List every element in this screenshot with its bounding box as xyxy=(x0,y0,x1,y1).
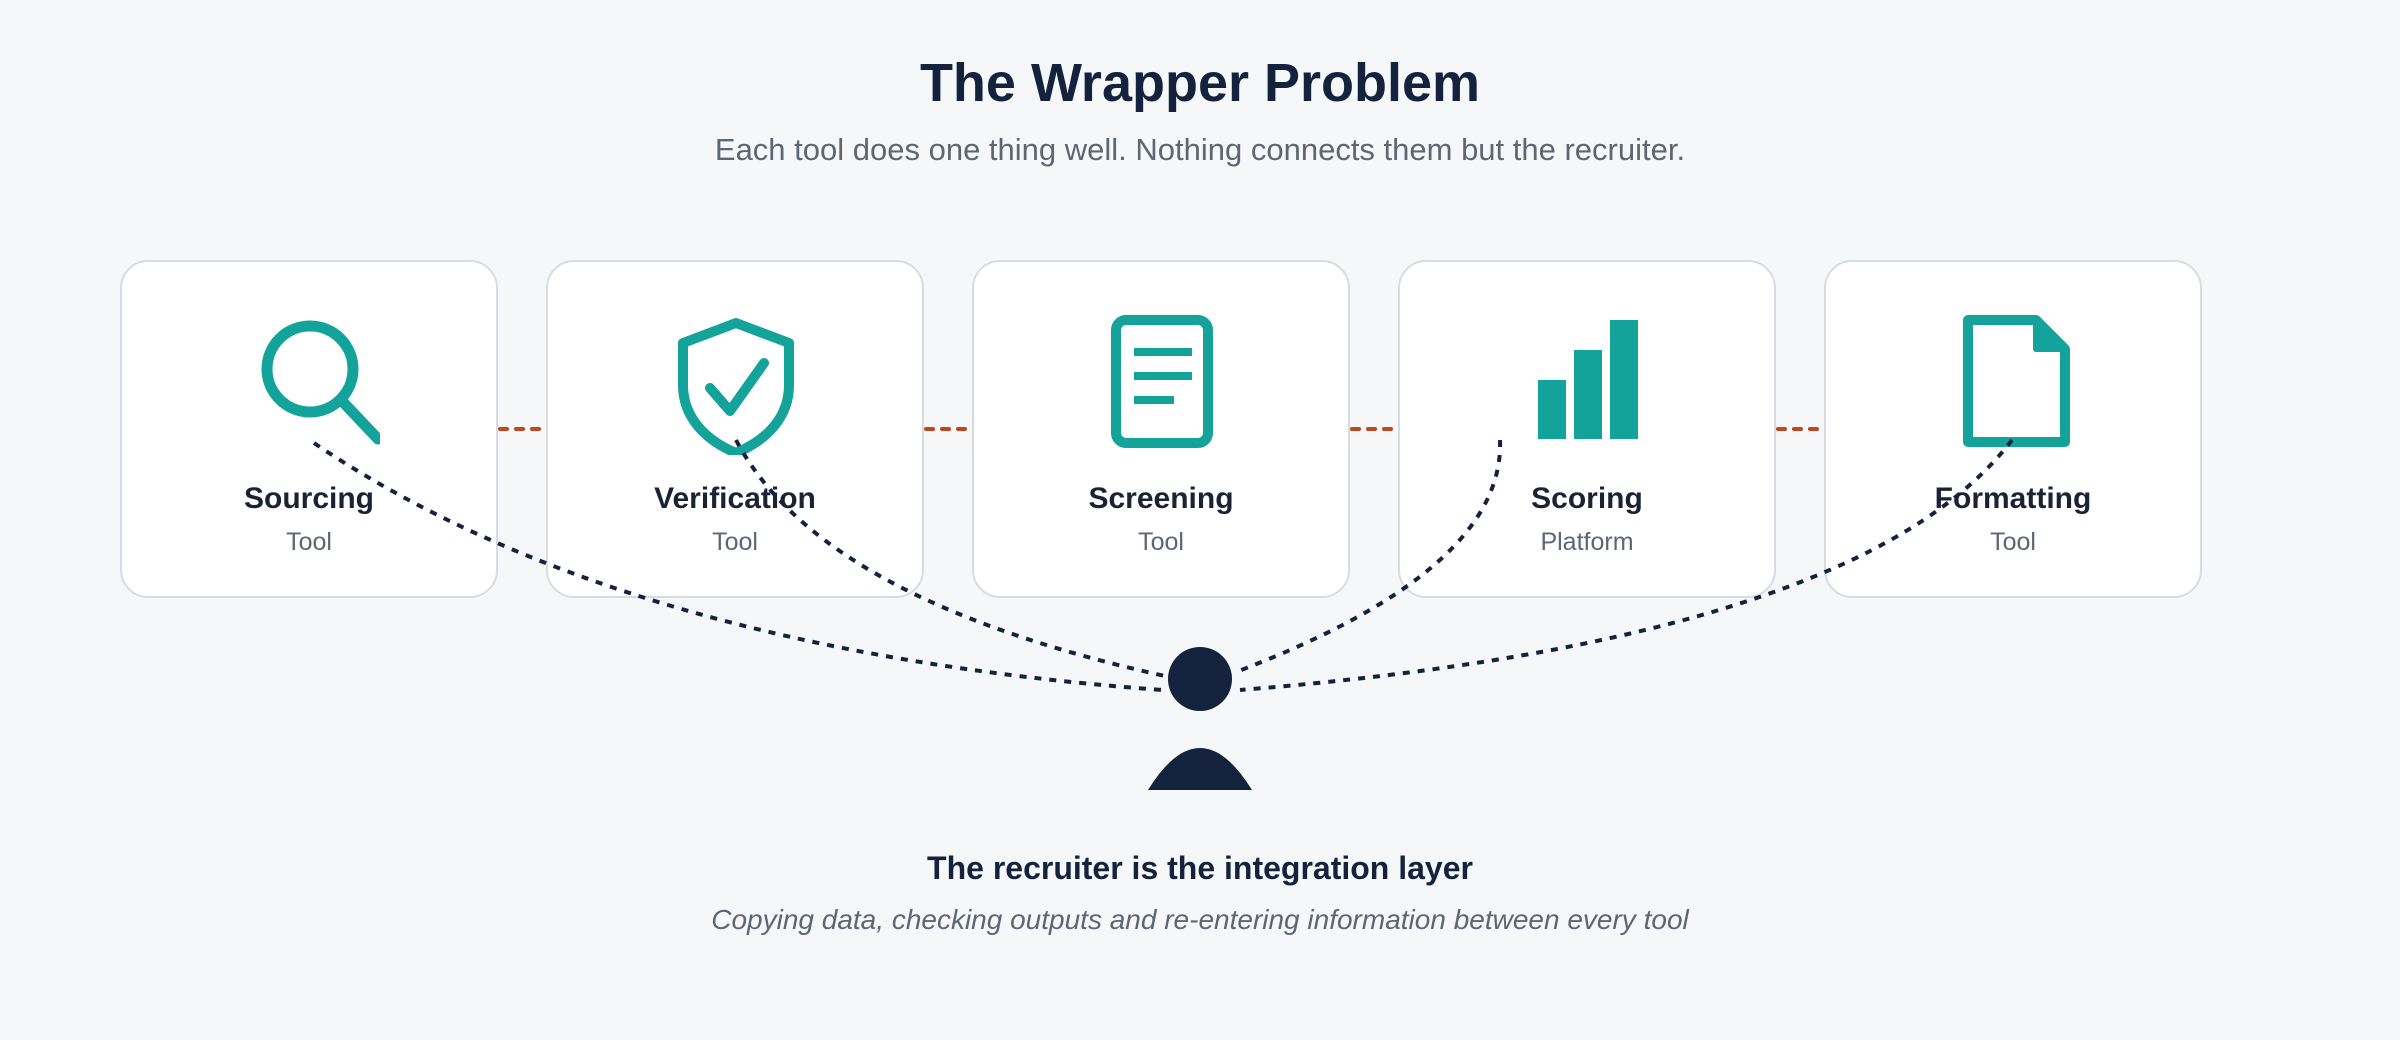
curve-scoring-recruiter xyxy=(1235,439,1503,674)
recruiter-caption: The recruiter is the integration layer xyxy=(927,850,1473,886)
document-icon xyxy=(1111,315,1213,448)
tool-labels-verification: Verification Tool xyxy=(546,0,924,1040)
page-subtitle: Each tool does one thing well. Nothing c… xyxy=(714,132,1686,167)
file-icon xyxy=(1963,315,2070,447)
search-icon xyxy=(261,320,380,445)
tool-name: Formatting xyxy=(1934,482,2092,515)
person-icon xyxy=(1148,647,1252,790)
tool-labels-scoring: Scoring Platform xyxy=(1398,0,1776,1040)
page-title: The Wrapper Problem xyxy=(919,53,1481,113)
tool-card-sourcing xyxy=(120,260,498,598)
tool-kind: Tool xyxy=(1990,528,2036,556)
tool-name: Sourcing xyxy=(243,482,374,515)
curve-formatting-recruiter xyxy=(1239,438,2014,692)
tool-name: Screening xyxy=(1088,482,1234,515)
tool-labels-sourcing: Sourcing Tool xyxy=(120,0,498,1040)
curve-sourcing-recruiter xyxy=(312,441,1163,692)
recruiter-description: Copying data, checking outputs and re-en… xyxy=(711,904,1689,935)
tool-card-verification xyxy=(546,260,924,598)
bar-chart-icon xyxy=(1538,320,1638,439)
tool-name: Verification xyxy=(654,482,816,515)
curve-verification-recruiter xyxy=(734,439,1166,678)
tool-name: Scoring xyxy=(1531,482,1643,515)
tool-kind: Platform xyxy=(1540,528,1634,556)
shield-check-icon xyxy=(678,318,794,455)
tool-labels-formatting: Formatting Tool xyxy=(1824,0,2202,1040)
tool-kind: Tool xyxy=(712,528,758,556)
tool-kind: Tool xyxy=(286,528,332,556)
tool-kind: Tool xyxy=(1138,528,1184,556)
tool-labels-screening: Screening Tool xyxy=(972,0,1350,1040)
